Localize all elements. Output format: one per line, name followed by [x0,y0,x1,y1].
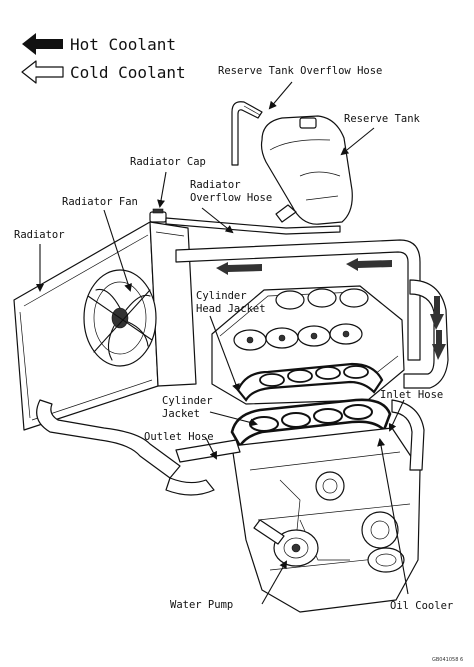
inlet-hose [391,399,425,471]
figure-code: GB041058 6 [432,657,463,663]
cylinder-head-jacket [236,362,384,402]
label-cylinder-head-jacket-2: Head Jacket [196,303,266,315]
label-water-pump: Water Pump [170,599,233,611]
legend-cold-label: Cold Coolant [70,63,186,82]
radiator-overflow-hose [165,217,341,235]
leader-lines [36,81,409,605]
radiator-fan [83,269,157,367]
label-cylinder-head-jacket-1: Cylinder [196,290,247,302]
label-radiator-fan: Radiator Fan [62,196,138,208]
radiator-cap [149,208,167,223]
oil-cooler [367,547,405,573]
label-reserve-tank: Reserve Tank [344,113,421,125]
label-outlet-hose: Outlet Hose [144,431,214,443]
labels: Reserve Tank Overflow Hose Reserve Tank … [14,65,463,663]
label-cylinder-jacket-2: Jacket [162,408,200,420]
label-radiator: Radiator [14,229,65,241]
water-pump [253,519,319,567]
lower-radiator-hose [36,399,181,479]
cold-coolant-arrow-icon [21,60,64,84]
label-oil-cooler: Oil Cooler [390,600,453,612]
label-radiator-overflow-hose-1: Radiator [190,179,241,191]
label-radiator-overflow-hose-2: Overflow Hose [190,192,272,204]
label-reserve-tank-overflow-hose: Reserve Tank Overflow Hose [218,65,382,77]
reserve-tank [260,115,353,225]
outlet-hose [165,439,241,496]
label-radiator-cap: Radiator Cap [130,156,206,168]
label-inlet-hose: Inlet Hose [380,389,443,401]
legend: Hot Coolant Cold Coolant [21,33,186,84]
flow-arrows [216,258,446,360]
reserve-tank-overflow-hose [231,101,263,166]
label-cylinder-jacket-1: Cylinder [162,395,213,407]
legend-hot-label: Hot Coolant [70,35,176,54]
hot-coolant-arrow-icon [22,33,63,55]
